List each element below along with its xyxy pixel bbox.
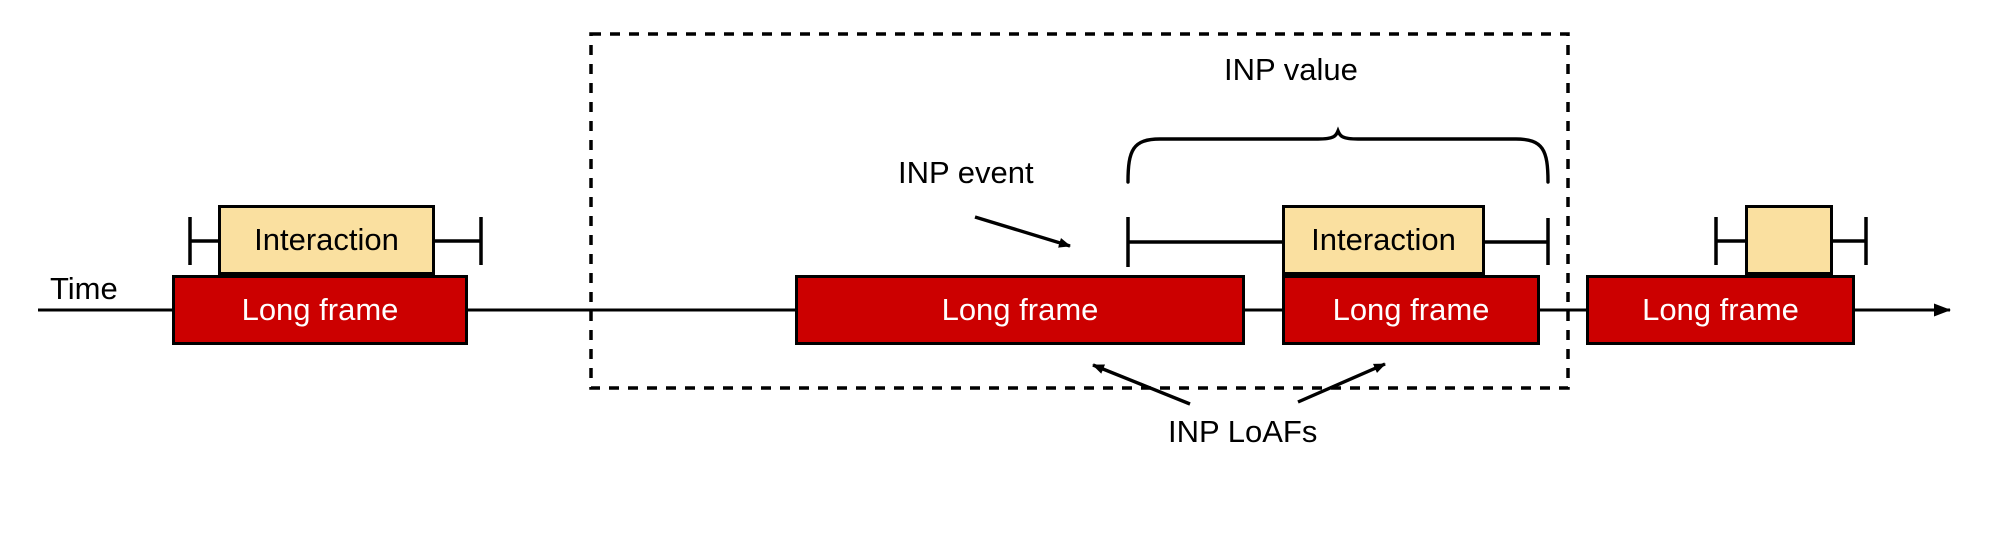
interaction-1-measure-ticks (188, 217, 483, 265)
interaction-box-2-label: Interaction (1311, 222, 1456, 257)
inp-event-arrow (974, 215, 1071, 248)
interaction-box-1-label: Interaction (254, 222, 399, 257)
inp-value-label: INP value (1224, 52, 1358, 87)
interaction-box-1[interactable]: Interaction (218, 205, 435, 275)
time-axis-label: Time (50, 271, 118, 306)
inp-loafs-arrow-left (1092, 363, 1191, 406)
inp-loafs-arrow-right (1297, 362, 1386, 404)
long-frame-4-label: Long frame (1642, 292, 1799, 327)
inp-value-brace (1126, 126, 1550, 184)
long-frame-3[interactable]: Long frame (1282, 275, 1540, 345)
interaction-box-2[interactable]: Interaction (1282, 205, 1485, 275)
long-frame-2[interactable]: Long frame (795, 275, 1245, 345)
inp-event-label: INP event (898, 155, 1034, 190)
long-frame-2-label: Long frame (941, 292, 1099, 327)
long-frame-1-label: Long frame (241, 292, 399, 327)
interaction-3-measure-ticks (1714, 217, 1868, 265)
interaction-box-3[interactable] (1745, 205, 1833, 275)
long-frame-4[interactable]: Long frame (1586, 275, 1855, 345)
long-frame-3-label: Long frame (1332, 292, 1490, 327)
long-frame-1[interactable]: Long frame (172, 275, 468, 345)
inp-loafs-label: INP LoAFs (1168, 414, 1318, 449)
interaction-2-measure-ticks (1126, 217, 1550, 267)
